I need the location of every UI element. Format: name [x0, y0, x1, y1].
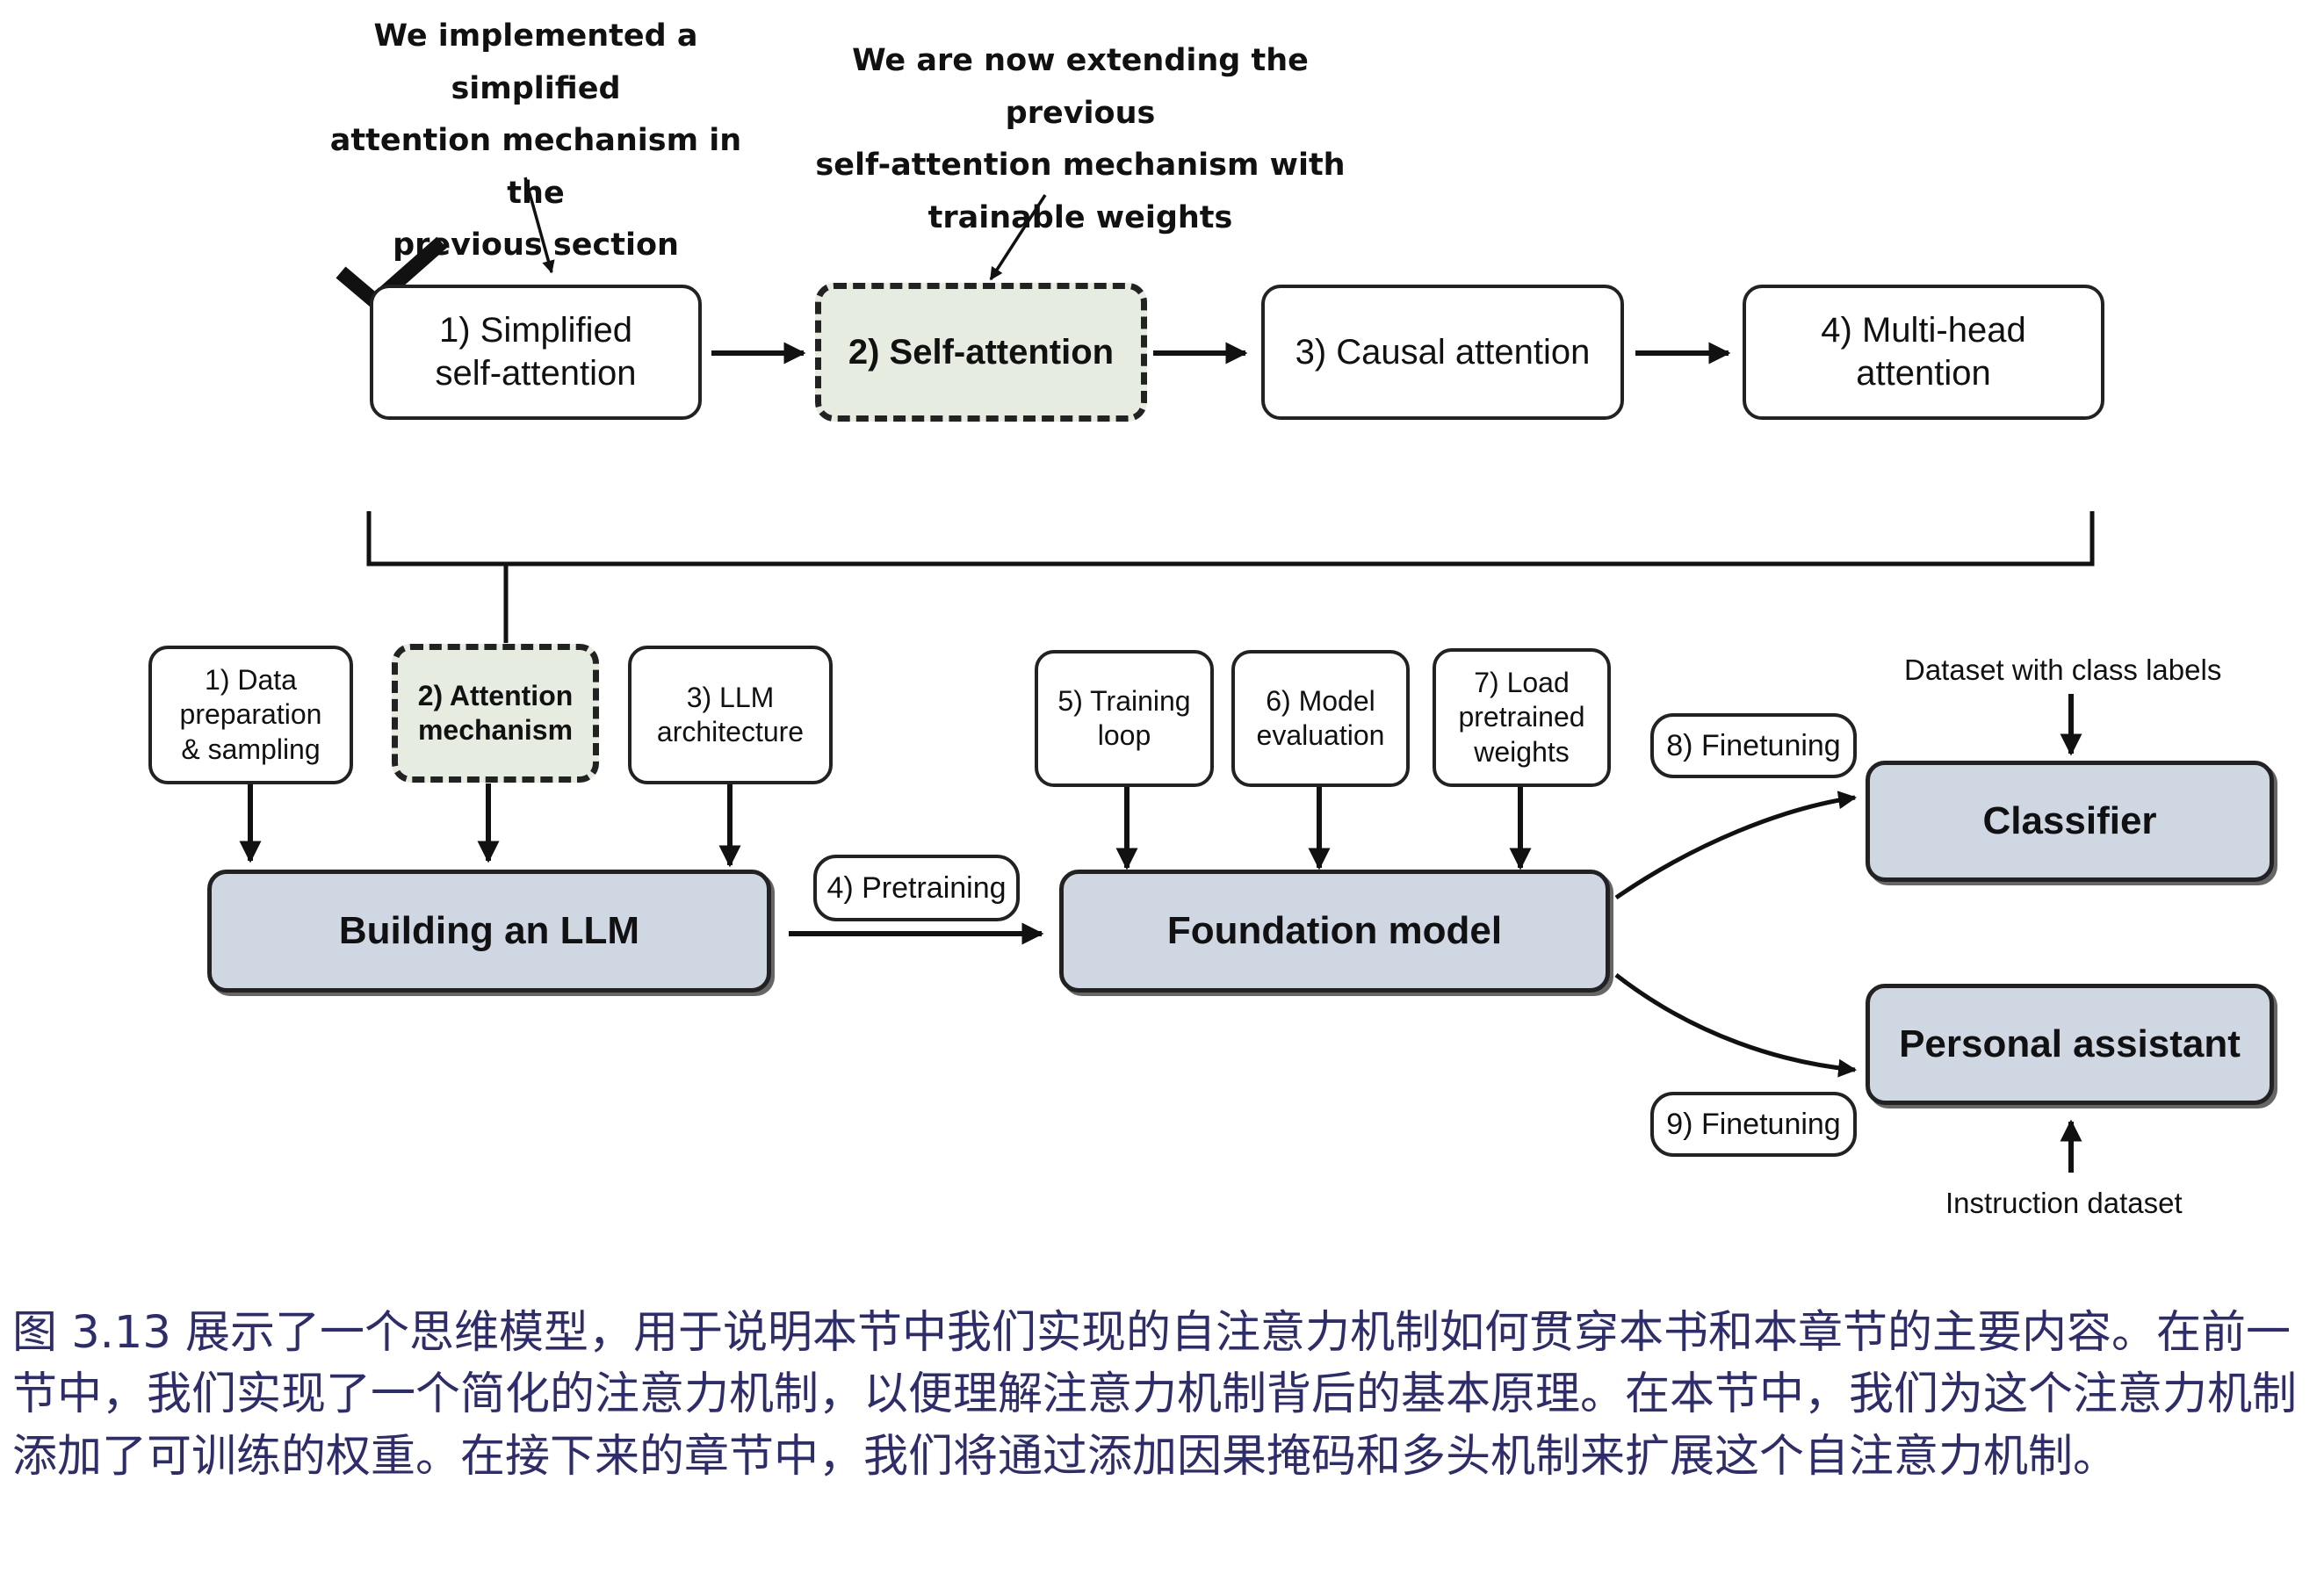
class-labels-dataset-label: Dataset with class labels	[1904, 653, 2222, 686]
stage-load-pretrained-weights: 7) Load pretrained weights	[1433, 648, 1611, 787]
personal-assistant-box: Personal assistant	[1866, 984, 2274, 1105]
foundation-model-box: Foundation model	[1059, 870, 1610, 993]
pretraining-label: 4) Pretraining	[813, 855, 1020, 921]
instruction-dataset-label: Instruction dataset	[1945, 1187, 2183, 1219]
stage-model-evaluation: 6) Model evaluation	[1231, 650, 1410, 787]
stage-llm-architecture: 3) LLM architecture	[628, 646, 833, 784]
arrow-finetuning-classifier	[1614, 791, 1858, 900]
annotation-arrow-right	[989, 194, 1047, 281]
annotation-arrow-left	[523, 177, 555, 274]
annotation-left: We implemented a simplified attention me…	[329, 18, 742, 263]
step-multi-head-attention: 4) Multi-head attention	[1743, 285, 2104, 420]
building-an-llm-box: Building an LLM	[207, 870, 771, 993]
finetuning-9-label: 9) Finetuning	[1650, 1092, 1857, 1157]
finetuning-8-label: 8) Finetuning	[1650, 713, 1857, 778]
stage-attention-mechanism: 2) Attention mechanism	[392, 644, 599, 783]
classifier-box: Classifier	[1866, 761, 2274, 882]
bracket	[366, 511, 2095, 567]
step-causal-attention: 3) Causal attention	[1261, 285, 1624, 420]
annotation-right: We are now extending the previous self-a…	[815, 43, 1346, 235]
step-self-attention: 2) Self-attention	[815, 283, 1147, 422]
stage-data-preparation: 1) Data preparation & sampling	[148, 646, 353, 784]
stage-training-loop: 5) Training loop	[1035, 650, 1214, 787]
arrow-finetuning-assistant	[1614, 973, 1858, 1078]
figure-caption: 图 3.13 展示了一个思维模型，用于说明本节中我们实现的自注意力机制如何贯穿本…	[12, 1307, 2298, 1483]
step-simplified-self-attention: 1) Simplified self-attention	[370, 285, 702, 420]
